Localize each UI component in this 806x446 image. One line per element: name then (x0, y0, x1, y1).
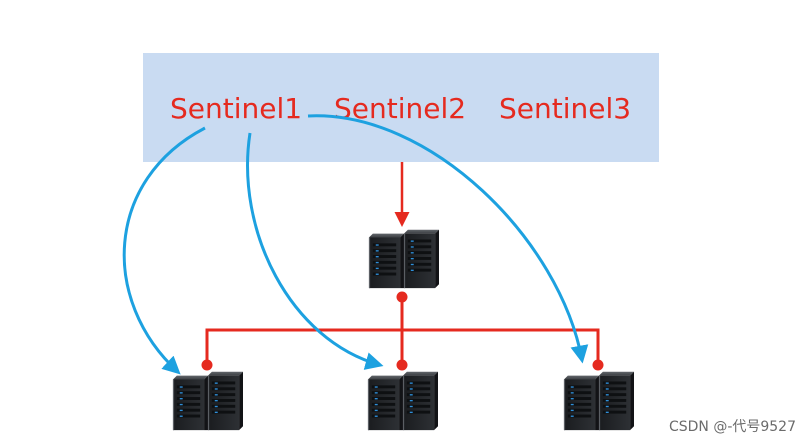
monitor-arrow-to-replica3 (307, 114, 589, 364)
sentinel1-label: Sentinel1 (170, 92, 302, 125)
master-server-icon (368, 229, 439, 289)
sentinel3-label: Sentinel3 (499, 92, 631, 125)
replica1-junction-dot (201, 359, 213, 371)
master-junction-dot (396, 291, 408, 303)
sentinel-group-box (143, 53, 659, 162)
csdn-watermark: CSDN @-代号9527 (668, 419, 796, 435)
monitor-arrow-to-replica1 (122, 126, 206, 375)
replica3-server-icon (563, 371, 634, 431)
monitor-arrow-to-replica2 (246, 132, 384, 370)
replica2-server-icon (367, 371, 438, 431)
replica1-server-icon (172, 371, 243, 431)
replica3-junction-dot (592, 359, 604, 371)
replica-bus-line (205, 328, 600, 368)
replica2-junction-dot (396, 359, 408, 371)
